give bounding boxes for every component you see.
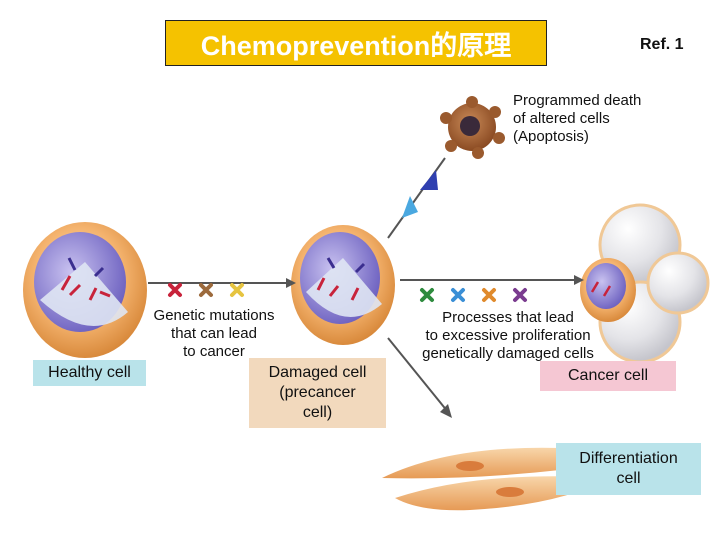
arrow-damaged-to-cancer — [400, 275, 584, 285]
proliferation-processes-label: Processes that lead to excessive prolife… — [422, 309, 594, 362]
reference-label: Ref. 1 — [640, 36, 684, 53]
arrow-healthy-to-damaged — [148, 278, 296, 288]
arrow-to-differentiation — [387, 337, 452, 418]
damaged-cell-box: Damaged cell (precancer cell) — [249, 358, 386, 428]
apoptosis-label: Programmed death of altered cells (Apopt… — [513, 92, 642, 145]
genetic-mutations-label: Genetic mutations that can lead to cance… — [153, 307, 275, 360]
cancer-cell-cluster — [580, 203, 710, 364]
apoptotic-cell-illustration — [440, 96, 505, 159]
arrow-to-apoptosis — [387, 157, 446, 239]
differentiation-cell-box: Differentiation cell — [556, 443, 701, 495]
mutation-markers-first — [168, 283, 244, 297]
mutation-markers-second — [420, 288, 527, 302]
page-title: Chemoprevention的原理 — [165, 20, 547, 66]
healthy-cell-illustration — [23, 222, 147, 358]
cancer-cell-box: Cancer cell — [540, 361, 676, 391]
healthy-cell-box: Healthy cell — [33, 360, 146, 386]
damaged-cell-illustration — [291, 225, 395, 345]
